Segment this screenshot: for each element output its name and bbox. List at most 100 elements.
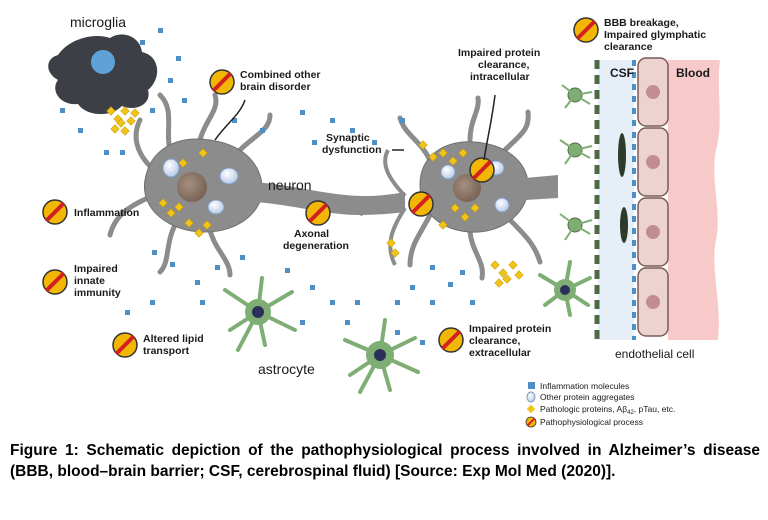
inflammation-molecule bbox=[285, 268, 290, 273]
pathologic-protein bbox=[120, 126, 130, 136]
blood-label: Blood bbox=[676, 66, 710, 80]
pathologic-protein bbox=[174, 202, 184, 212]
inflammation-molecule bbox=[195, 280, 200, 285]
process-marker-slash bbox=[410, 193, 432, 215]
process-marker-slash bbox=[114, 334, 136, 356]
pathologic-protein bbox=[198, 148, 208, 158]
process-combined-other: Combined other brain disorder bbox=[209, 69, 323, 141]
svg-text:Axonal degeneration: Axonal degeneration bbox=[283, 228, 349, 252]
inflammation-molecule bbox=[420, 340, 425, 345]
inflammation-molecule bbox=[78, 128, 83, 133]
svg-text:Inflammation: Inflammation bbox=[74, 207, 139, 219]
inflammation-molecule bbox=[345, 320, 350, 325]
inflammation-molecule bbox=[240, 255, 245, 260]
process-icon bbox=[525, 416, 537, 428]
inflammation-molecule bbox=[215, 265, 220, 270]
pathologic-protein bbox=[130, 108, 140, 118]
inflammation-molecule bbox=[200, 300, 205, 305]
pathologic-protein bbox=[450, 203, 460, 213]
inflammation-molecule bbox=[232, 118, 237, 123]
inflammation-molecule bbox=[152, 250, 157, 255]
process-impaired-innate: Impaired innate immunity bbox=[42, 263, 121, 299]
svg-text:Synaptic dysfunction: Synaptic dysfunction bbox=[322, 132, 382, 156]
csf-space bbox=[598, 60, 634, 340]
inflammation-molecule bbox=[395, 300, 400, 305]
inflammation-molecule bbox=[104, 150, 109, 155]
legend-aggregate-swatch bbox=[526, 391, 536, 403]
inflammation-molecule bbox=[395, 330, 400, 335]
process-inflammation: Inflammation bbox=[42, 199, 139, 225]
legend-protein-swatch bbox=[526, 404, 536, 414]
inflammation-molecule bbox=[460, 270, 465, 275]
process-marker-slash bbox=[211, 71, 233, 93]
pathologic-protein bbox=[458, 148, 468, 158]
pathologic-protein bbox=[184, 218, 194, 228]
pathologic-protein bbox=[418, 140, 428, 150]
svg-text:BBB breakage, Impaired g: BBB breakage, Impaired glymphatic cleara… bbox=[604, 17, 709, 53]
legend-pathologic: Pathologic proteins, Aβ42, pTau, etc. bbox=[540, 404, 675, 416]
pathologic-protein bbox=[178, 158, 188, 168]
inflammation-molecule bbox=[330, 118, 335, 123]
inflammation-molecule bbox=[448, 282, 453, 287]
inflammation-molecule bbox=[60, 108, 65, 113]
inflammation-molecule bbox=[168, 78, 173, 83]
pathologic-protein bbox=[438, 220, 448, 230]
process-marker-slash bbox=[471, 159, 493, 181]
process-marker-slash bbox=[440, 329, 462, 351]
process-icon bbox=[42, 199, 68, 225]
astrocytes: astrocyte bbox=[223, 260, 592, 394]
pathologic-protein bbox=[390, 248, 400, 258]
inflammation-molecule bbox=[400, 118, 405, 123]
pathologic-protein bbox=[158, 198, 168, 208]
process-altered-lipid: Altered lipid transport bbox=[112, 332, 204, 358]
process-icon bbox=[469, 157, 495, 183]
inflammation-molecule bbox=[430, 300, 435, 305]
astrocyte-label: astrocyte bbox=[258, 361, 315, 377]
legend: Inflammation molecules Other protein agg… bbox=[525, 381, 675, 428]
process-synaptic: Synaptic dysfunction bbox=[322, 132, 434, 217]
svg-text:Combined other brain dis: Combined other brain disorder bbox=[240, 69, 323, 93]
pathologic-protein bbox=[116, 118, 126, 128]
pathologic-protein bbox=[514, 270, 524, 280]
process-marker-slash bbox=[44, 271, 66, 293]
svg-text:Impaired protein clearan: Impaired protein clearance, extracellula… bbox=[469, 323, 554, 359]
inflammation-molecule bbox=[355, 300, 360, 305]
endothelial-cells bbox=[637, 57, 669, 337]
inflammation-molecule bbox=[430, 265, 435, 270]
pathologic-protein bbox=[508, 260, 518, 270]
blood-lumen bbox=[668, 60, 720, 340]
inflammation-molecule bbox=[125, 310, 130, 315]
process-bbb: BBB breakage, Impaired glymphatic cleara… bbox=[573, 17, 709, 53]
inflammation-molecule bbox=[300, 110, 305, 115]
vessel-region: CSF Blood endothelial cell bbox=[559, 57, 720, 361]
inflammation-molecule bbox=[140, 40, 145, 45]
pathologic-proteins bbox=[106, 106, 524, 288]
process-marker-slash bbox=[44, 201, 66, 223]
neuron-label: neuron bbox=[268, 177, 312, 193]
legend-molecules: Inflammation molecules bbox=[540, 381, 629, 391]
pathologic-protein bbox=[494, 278, 504, 288]
process-marker-slash bbox=[307, 202, 329, 224]
figure-caption: Figure 1: Schematic depiction of the pat… bbox=[10, 442, 760, 480]
pathologic-protein bbox=[438, 148, 448, 158]
svg-text:Impaired innate im: Impaired innate immunity bbox=[74, 263, 121, 299]
pathologic-protein bbox=[460, 212, 470, 222]
process-marker-slash bbox=[526, 417, 536, 427]
pathologic-protein bbox=[502, 274, 512, 284]
svg-text:Impaired protein clearan: Impaired protein clearance, intracellula… bbox=[458, 47, 543, 83]
process-icon bbox=[209, 69, 235, 95]
inflammation-molecules bbox=[60, 28, 475, 345]
process-marker-slash bbox=[575, 19, 597, 41]
neuron-right bbox=[358, 95, 558, 281]
csf-label: CSF bbox=[610, 66, 634, 80]
inflammation-molecule bbox=[350, 128, 355, 133]
inflammation-molecule bbox=[310, 285, 315, 290]
process-icon bbox=[438, 327, 464, 353]
inflammation-molecule bbox=[182, 98, 187, 103]
process-axonal: Axonal degeneration bbox=[283, 200, 349, 252]
legend-aggregates: Other protein aggregates bbox=[540, 392, 635, 402]
inflammation-molecule bbox=[312, 140, 317, 145]
inflammation-molecule bbox=[150, 300, 155, 305]
microglia-cell: microglia bbox=[48, 14, 158, 115]
